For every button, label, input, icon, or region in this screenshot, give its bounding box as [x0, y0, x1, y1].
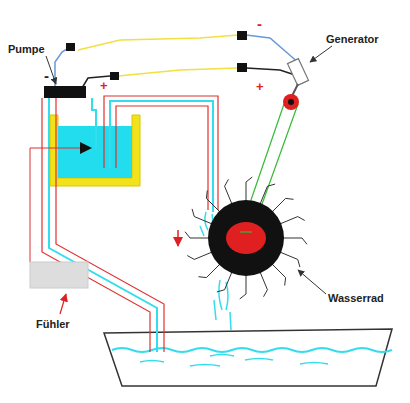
- siphon-pipe-inner: [116, 106, 208, 210]
- siphon-water: [110, 101, 213, 212]
- paddle: [271, 263, 285, 285]
- paddle: [187, 252, 212, 260]
- sensor-leader: [60, 294, 66, 314]
- paddle: [225, 179, 233, 204]
- paddle: [282, 238, 307, 244]
- paddle: [260, 271, 268, 296]
- paddle: [198, 263, 220, 277]
- paddle: [217, 271, 232, 292]
- pump-wire-minus: [55, 47, 70, 88]
- wire-yellow-lower: [118, 68, 238, 76]
- polarity-sign: -: [257, 16, 262, 33]
- water-wheel: [208, 200, 284, 276]
- paddle: [260, 184, 275, 205]
- generator: [287, 59, 308, 86]
- paddle: [192, 209, 213, 224]
- intake-water: [92, 98, 96, 150]
- pulley-hub: [288, 99, 294, 105]
- polarity-sign: +: [256, 80, 264, 94]
- siphon-pipe: [104, 96, 218, 210]
- basin-waves: [140, 355, 328, 367]
- flow-arrow: [177, 230, 179, 246]
- connector: [110, 72, 119, 80]
- outlet-water: [49, 98, 157, 352]
- paddle: [279, 252, 300, 267]
- paddle: [206, 190, 220, 212]
- generator-leader: [310, 46, 332, 62]
- part-label: Pumpe: [8, 43, 45, 55]
- outlet-pipe: [42, 98, 150, 352]
- pump: [44, 86, 86, 98]
- paddle: [240, 274, 246, 299]
- part-label: Fühler: [36, 318, 70, 330]
- belt-loop: [240, 231, 252, 232]
- generator-wire-minus: [246, 35, 300, 64]
- part-label: Wasserrad: [328, 292, 384, 304]
- wheel-hub: [226, 222, 266, 254]
- connector: [237, 31, 247, 40]
- paddle: [271, 198, 293, 212]
- polarity-sign: -: [44, 68, 49, 85]
- shaft: [292, 84, 298, 96]
- connector: [66, 43, 75, 51]
- wire-yellow-top: [78, 35, 238, 50]
- basin: [104, 329, 392, 386]
- sensor-box: [30, 262, 88, 288]
- paddle: [185, 232, 210, 238]
- sensor-wire: [30, 148, 80, 262]
- polarity-sign: +: [100, 79, 108, 93]
- connector: [237, 63, 247, 72]
- pulley: [283, 94, 299, 110]
- paddle: [279, 217, 304, 225]
- float-sensor: [80, 142, 92, 154]
- part-label: Generator: [326, 33, 379, 45]
- wheel-paddles: [185, 177, 307, 299]
- paddle: [246, 177, 252, 202]
- basin-water: [112, 348, 392, 352]
- wheel-leader: [298, 270, 326, 294]
